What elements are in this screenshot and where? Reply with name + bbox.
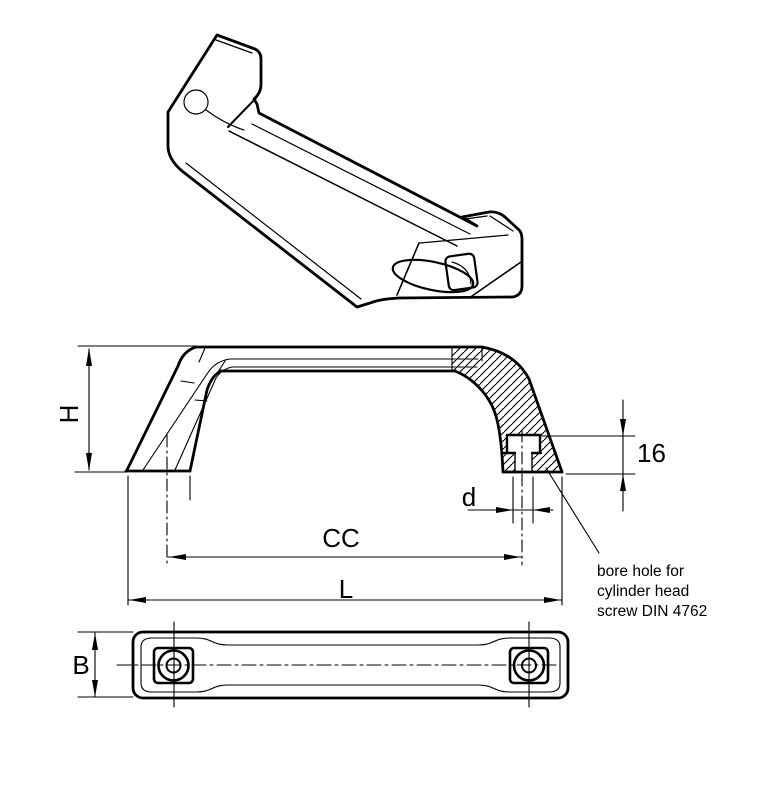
front-beam-inner-line2 <box>174 366 478 471</box>
iso-right-foot-crease-left <box>396 242 420 296</box>
isometric-view <box>166 33 524 309</box>
front-section-view <box>74 345 636 606</box>
iso-right-flange-top-inner2 <box>489 215 514 232</box>
dim-16-arrow-top <box>620 419 626 436</box>
iso-left-flange-top-inner <box>215 39 253 54</box>
iso-beam-front-top-edge <box>228 130 458 247</box>
note-line-2: cylinder head <box>597 583 689 600</box>
dim-L-arrow-left <box>129 597 146 603</box>
dim-B-arrow-bottom <box>92 680 98 697</box>
dim-label-H: H <box>54 405 84 424</box>
dim-16-arrow-bottom <box>620 474 626 491</box>
dim-label-L: L <box>339 574 353 604</box>
dim-CC-arrow-right <box>504 554 521 560</box>
note-leader-line <box>545 467 600 554</box>
section-hatch-area <box>452 347 562 472</box>
iso-outer-silhouette <box>166 33 524 309</box>
front-right-inner-boundary <box>453 369 505 474</box>
iso-right-flange-top-inner1 <box>464 215 488 220</box>
dim-H-arrow-top <box>86 348 92 366</box>
iso-left-flange-bottom-edge <box>227 97 257 128</box>
front-leg-tick1 <box>180 380 195 384</box>
dim-d-arrow-right <box>533 507 550 513</box>
iso-left-boss-circle <box>183 89 209 115</box>
note-line-3: screw DIN 4762 <box>597 603 707 620</box>
front-beam-inner-line1 <box>142 358 479 471</box>
dim-L-arrow-right <box>544 597 561 603</box>
iso-screw-pocket <box>444 252 479 292</box>
dim-label-CC: CC <box>322 523 360 553</box>
dim-CC-arrow-left <box>169 554 186 560</box>
bottom-view <box>77 621 570 708</box>
dim-label-d: d <box>462 482 476 512</box>
front-through-hole-walls <box>514 452 533 472</box>
dim-H-arrow-bottom <box>86 453 92 471</box>
note-line-1: bore hole for <box>597 563 684 580</box>
iso-beam-chamfer-line <box>185 162 362 300</box>
bore-hole-note: bore hole for cylinder head screw DIN 47… <box>597 563 707 620</box>
front-left-leg-inner <box>188 369 223 473</box>
iso-oval-recess <box>391 258 475 294</box>
front-right-leg-outer <box>480 345 564 474</box>
dimension-labels: H 16 d CC L B <box>54 405 666 680</box>
iso-left-flange-inner-edge <box>174 41 214 101</box>
dim-B-arrow-top <box>92 633 98 650</box>
front-counterbore <box>505 433 542 455</box>
dim-d-arrow-left <box>496 507 513 513</box>
iso-right-foot-crease-top <box>419 234 509 244</box>
front-tangent-tick1 <box>198 347 206 363</box>
iso-screw-pocket-inner <box>451 261 472 285</box>
bottom-inner-contour <box>140 637 561 693</box>
front-left-leg-outer <box>125 345 198 472</box>
front-leg-tick2 <box>194 399 208 402</box>
bottom-outer-outline <box>131 630 570 700</box>
iso-right-foot-crease-right <box>471 261 522 297</box>
dim-label-16: 16 <box>637 438 666 468</box>
iso-left-boss-fillet <box>205 109 245 131</box>
iso-beam-top-face-edge <box>251 123 471 235</box>
dim-label-B: B <box>72 650 89 680</box>
front-tangent-tick2 <box>217 360 226 373</box>
